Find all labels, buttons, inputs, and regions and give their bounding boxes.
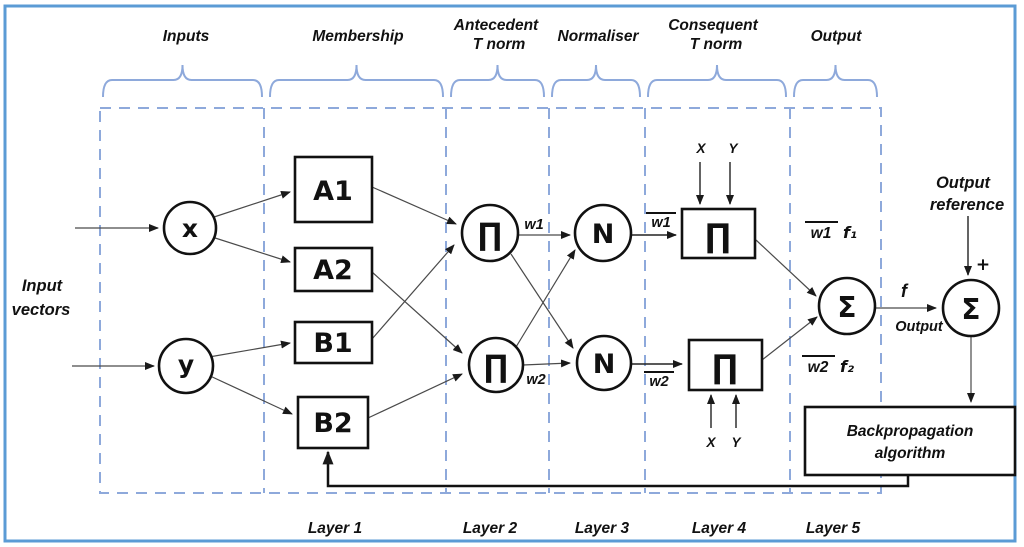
- node-a1-label: A1: [313, 176, 353, 207]
- output-reference-label-line1: Output: [936, 174, 992, 192]
- edge-cons2-to-sum1: [761, 316, 818, 361]
- backprop-label-line2: algorithm: [875, 445, 946, 462]
- node-pi1: [460, 203, 520, 263]
- node-sum-label: Σ: [837, 291, 856, 324]
- label-w2f-w: w2: [808, 359, 829, 376]
- node-comparator-label: Σ: [961, 293, 980, 326]
- label-plus: +: [976, 255, 990, 275]
- label-w1-bar: w1: [651, 215, 670, 231]
- node-y: [157, 337, 215, 395]
- caption-layer-2: Layer 2: [463, 520, 518, 537]
- backprop-box: [803, 405, 1017, 477]
- label-output-small: Output: [895, 319, 944, 335]
- node-y-label: y: [178, 350, 194, 379]
- stage-title-antecedent-line2: T norm: [473, 36, 526, 53]
- signal-labels: w1 w2 w1 w2 w1 f₁ w2 f₂ X Y X Y f Output…: [524, 141, 990, 450]
- node-consequent-pi1-label: ∏: [705, 216, 731, 255]
- stage-braces: [102, 64, 878, 98]
- edge-x-to-a1: [210, 191, 291, 219]
- edge-b2-to-pi2: [367, 373, 463, 419]
- outer-border: [3, 4, 1017, 543]
- edge-a1-to-pi1: [371, 186, 457, 225]
- brace-membership: [269, 64, 444, 98]
- node-a1: [293, 155, 374, 224]
- edge-y-to-b2: [207, 374, 293, 415]
- stage-title-membership: Membership: [312, 28, 403, 45]
- dashed-outline: [99, 107, 882, 494]
- caption-layer-3: Layer 3: [575, 520, 630, 537]
- caption-layer-1: Layer 1: [308, 520, 362, 537]
- output-reference-label-line2: reference: [930, 196, 1004, 214]
- node-n1-label: N: [592, 219, 615, 250]
- edge-a2-to-pi2: [371, 271, 463, 354]
- node-b2: [296, 395, 370, 450]
- brace-antecedent: [450, 64, 545, 98]
- brace-consequent: [647, 64, 787, 98]
- stage-title-output: Output: [811, 28, 863, 45]
- backprop-label-line1: Backpropagation: [847, 423, 974, 440]
- label-w1: w1: [524, 217, 543, 233]
- node-n2-label: N: [593, 349, 616, 380]
- edges: [72, 162, 975, 488]
- backprop-block: Backpropagation algorithm: [803, 405, 1017, 477]
- label-w1f-f: f₁: [843, 223, 857, 242]
- node-b1-label: B1: [313, 328, 352, 359]
- stage-title-consequent-line2: T norm: [690, 36, 743, 53]
- label-w2: w2: [526, 372, 545, 388]
- stage-title-inputs: Inputs: [163, 28, 210, 45]
- caption-layer-4: Layer 4: [692, 520, 747, 537]
- edge-cons1-to-sum1: [755, 239, 817, 297]
- edge-backprop-feedback: [322, 450, 910, 488]
- caption-layer-5: Layer 5: [806, 520, 861, 537]
- edge-pi2-to-n1: [515, 249, 576, 348]
- label-y-top: Y: [728, 141, 739, 156]
- node-pi2: [467, 336, 525, 394]
- label-w2-bar: w2: [649, 374, 668, 390]
- label-y-bottom: Y: [731, 435, 742, 450]
- stage-titles: Inputs Membership Antecedent T norm Norm…: [163, 17, 862, 53]
- node-consequent-pi2: [687, 338, 764, 392]
- nodes: x y A1 A2 B1 B2 ∏ ∏ N N ∏ ∏ Σ Σ: [157, 155, 1001, 450]
- layer-captions: Layer 1 Layer 2 Layer 3 Layer 4 Layer 5: [308, 520, 861, 537]
- stage-title-normaliser: Normaliser: [558, 28, 640, 45]
- node-b2-label: B2: [313, 408, 352, 439]
- edge-b1-to-pi1: [371, 244, 455, 340]
- node-x-label: x: [182, 214, 198, 243]
- node-a2-label: A2: [313, 255, 353, 286]
- input-vectors-label-line2: vectors: [12, 301, 71, 319]
- label-w1f-w: w1: [811, 225, 832, 242]
- brace-normaliser: [551, 64, 641, 98]
- edge-x-to-a2: [211, 236, 291, 264]
- brace-output: [793, 64, 878, 98]
- node-n1: [573, 203, 633, 263]
- label-w2f-f: f₂: [840, 357, 854, 376]
- stage-title-antecedent-line1: Antecedent: [453, 17, 539, 34]
- input-vectors-label-line1: Input: [22, 277, 64, 295]
- label-x-bottom: X: [705, 435, 716, 450]
- edge-pi2-to-n2: [522, 359, 571, 368]
- node-b1: [293, 320, 374, 365]
- layer-column-grid: [99, 107, 882, 494]
- brace-inputs: [102, 64, 263, 98]
- node-sum: [817, 276, 877, 336]
- node-pi1-label: ∏: [478, 217, 502, 253]
- label-f: f: [901, 281, 909, 301]
- node-consequent-pi1: [680, 207, 757, 260]
- node-pi2-label: ∏: [484, 349, 508, 385]
- node-a2: [293, 246, 374, 293]
- node-comparator: [941, 278, 1001, 338]
- node-x: [162, 200, 218, 256]
- label-x-top: X: [695, 141, 706, 156]
- node-n2: [575, 334, 633, 392]
- edge-pi1-to-n2: [510, 253, 574, 349]
- stage-title-consequent-line1: Consequent: [668, 17, 758, 34]
- edge-y-to-b1: [208, 340, 291, 358]
- node-consequent-pi2-label: ∏: [712, 347, 738, 386]
